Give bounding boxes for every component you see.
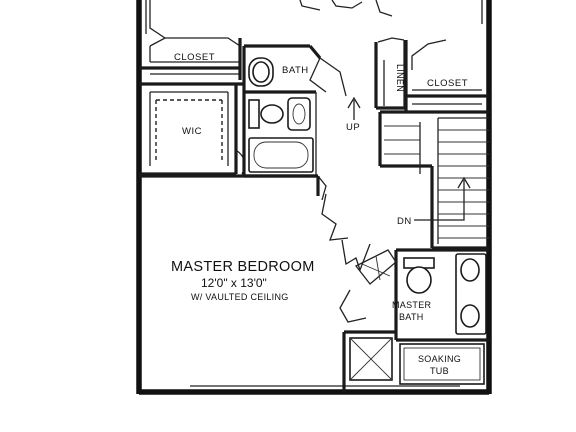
closet-left — [139, 37, 244, 86]
master-bath — [342, 248, 489, 392]
room-labels: CLOSET BATH LINEN CLOSET UP WIC DN MASTE… — [171, 52, 468, 376]
closet-right — [404, 39, 489, 112]
label-master-bath-line1: MASTER — [392, 300, 432, 310]
label-closet-right: CLOSET — [427, 78, 468, 89]
label-dn: DN — [397, 216, 412, 227]
exterior-walls — [136, 0, 492, 395]
label-master-bath-line2: BATH — [399, 312, 424, 322]
label-closet-left: CLOSET — [174, 52, 215, 63]
label-bath: BATH — [282, 65, 309, 76]
stairs — [347, 96, 489, 250]
label-linen: LINEN — [395, 64, 405, 92]
linen-closet — [374, 37, 406, 110]
label-up: UP — [346, 122, 360, 133]
label-soaking-line2: TUB — [430, 366, 449, 376]
walk-in-closet — [139, 84, 246, 176]
hall-door-swings — [319, 57, 371, 323]
bath-upper — [242, 44, 327, 201]
master-bedroom-walls — [139, 174, 320, 196]
top-fixtures — [149, 0, 393, 39]
label-master-note: W/ VAULTED CEILING — [191, 292, 289, 302]
label-master-bedroom: MASTER BEDROOM — [171, 259, 315, 275]
label-soaking-line1: SOAKING — [418, 354, 461, 364]
label-master-dims: 12'0" x 13'0" — [201, 276, 267, 290]
label-wic: WIC — [182, 126, 202, 137]
